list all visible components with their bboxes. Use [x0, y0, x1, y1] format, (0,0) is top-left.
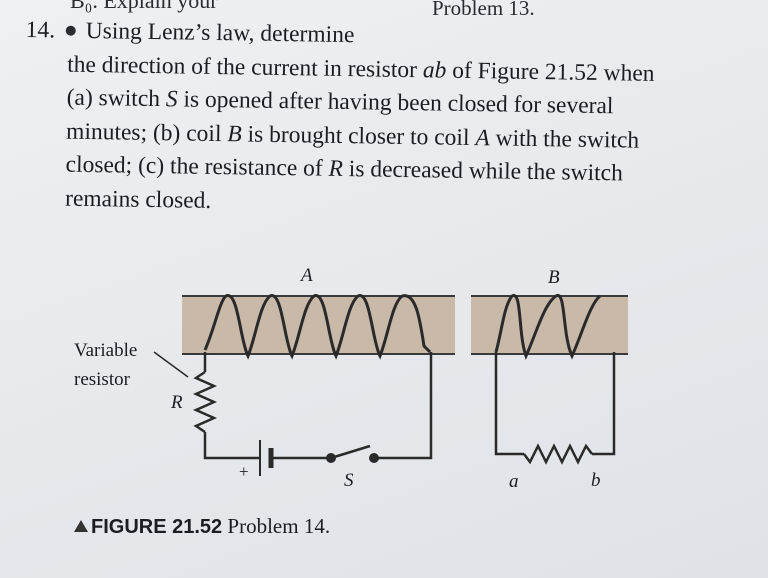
caption-triangle-icon — [74, 520, 88, 532]
terminal-b-label: b — [591, 470, 601, 491]
figure-number: FIGURE 21.52 — [91, 516, 223, 538]
previous-text-fragment: B₀. Explain your — [70, 0, 218, 13]
battery-plus-label: + — [239, 462, 249, 481]
battery-icon — [259, 440, 274, 476]
variable-label: Variable — [74, 340, 138, 361]
variable-resistor-pointer — [153, 351, 189, 378]
circuit-a-wires — [192, 352, 433, 460]
variable-resistor-zigzag — [192, 370, 218, 434]
coil-a-label: A — [301, 265, 313, 286]
terminal-a-label: a — [509, 471, 519, 492]
switch-icon — [326, 444, 379, 463]
coil-a — [203, 294, 432, 360]
figure-caption: FIGURE 21.52 Problem 14. — [74, 514, 330, 539]
caption-text: Problem 14. — [222, 514, 331, 538]
resistor-ab-zigzag — [523, 443, 593, 465]
previous-problem-reference: Problem 13. — [432, 0, 535, 20]
circuit-b-wires — [494, 352, 616, 465]
switch-s-label: S — [344, 470, 354, 491]
coil-b — [494, 294, 602, 360]
coil-b-label: B — [548, 267, 560, 288]
r-label: R — [171, 392, 183, 413]
resistor-label: resistor — [74, 369, 130, 390]
